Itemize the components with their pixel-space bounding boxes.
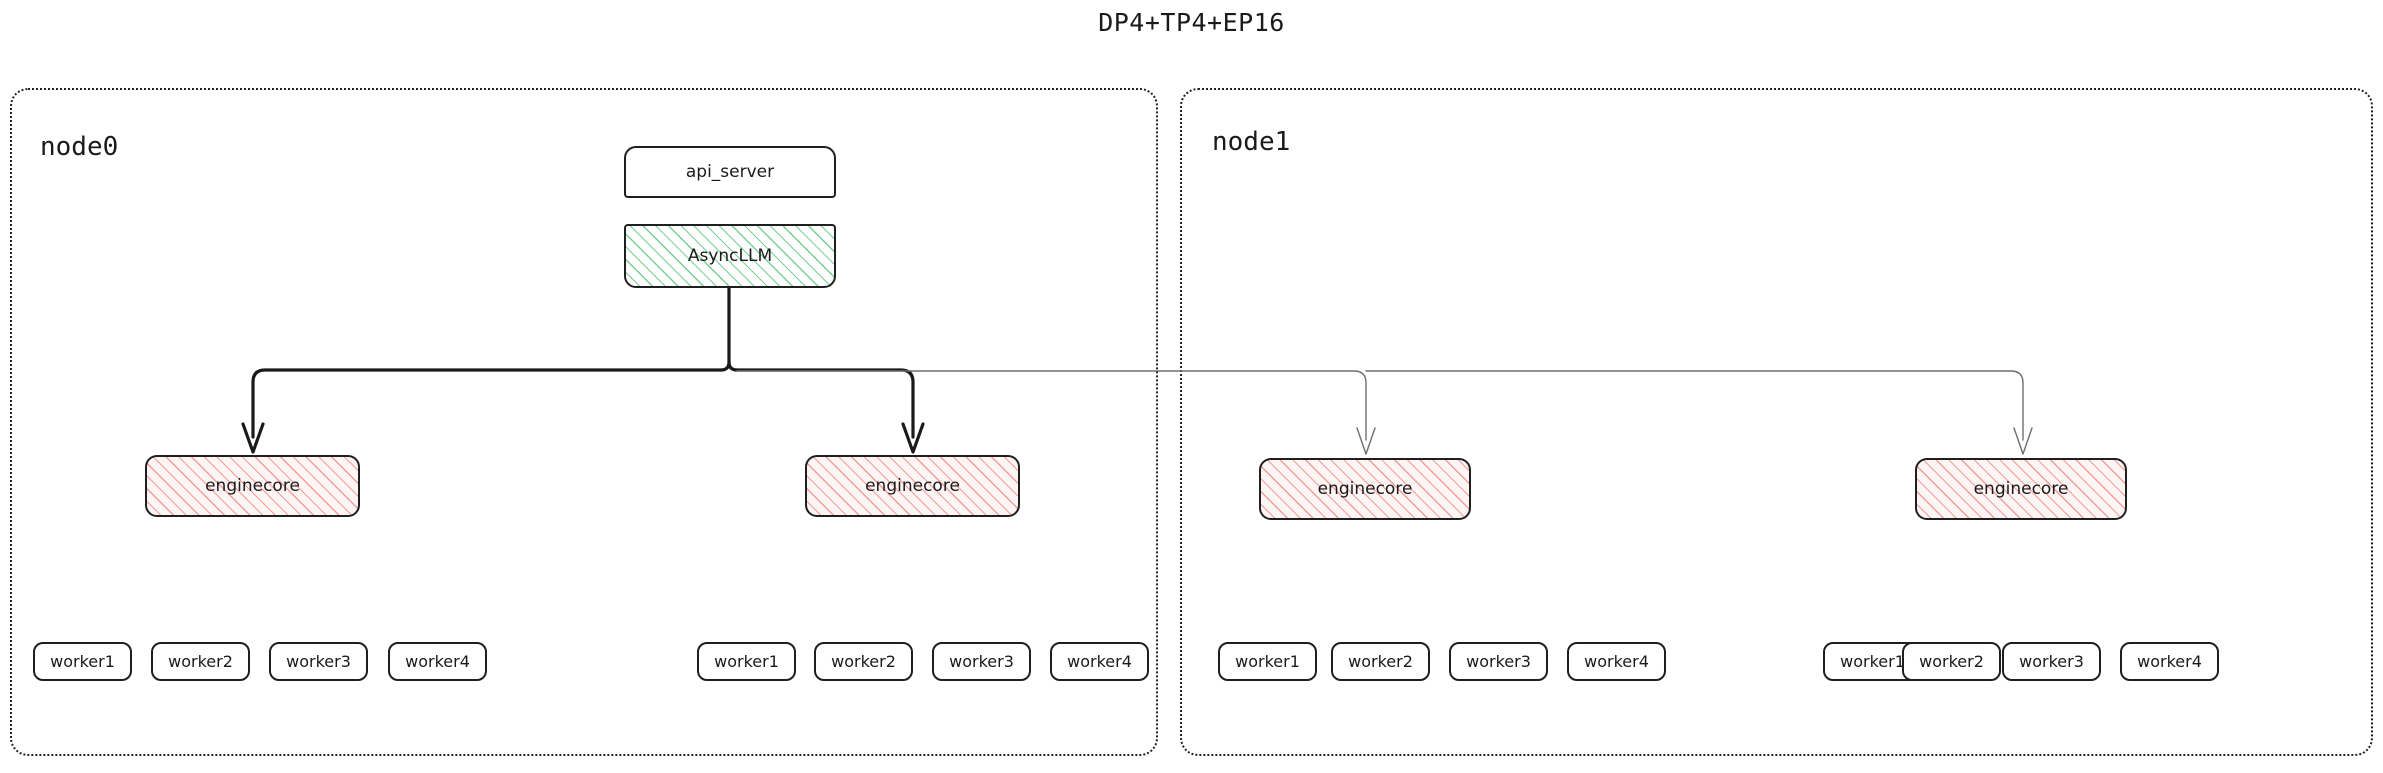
box-node1-enginecore-1[interactable]: enginecore <box>1259 458 1471 520</box>
box-node1-enginecore-2[interactable]: enginecore <box>1915 458 2127 520</box>
node-label-node1: node1 <box>1212 127 1291 157</box>
box-node0-g1-worker1[interactable]: worker1 <box>33 642 132 681</box>
box-node0-enginecore-2[interactable]: enginecore <box>805 455 1020 517</box>
box-node0-g2-worker4[interactable]: worker4 <box>1050 642 1149 681</box>
box-node1-g1-worker3[interactable]: worker3 <box>1449 642 1548 681</box>
node-label-node0: node0 <box>40 132 119 162</box>
box-node1-g2-worker3[interactable]: worker3 <box>2002 642 2101 681</box>
box-node0-g2-worker3[interactable]: worker3 <box>932 642 1031 681</box>
box-api-server[interactable]: api_server <box>624 146 836 198</box>
box-node1-g2-worker2[interactable]: worker2 <box>1902 642 2001 681</box>
box-node1-g1-worker4[interactable]: worker4 <box>1567 642 1666 681</box>
box-node0-g2-worker1[interactable]: worker1 <box>697 642 796 681</box>
box-node0-g1-worker3[interactable]: worker3 <box>269 642 368 681</box>
box-asyncllm[interactable]: AsyncLLM <box>624 224 836 288</box>
box-node1-g1-worker1[interactable]: worker1 <box>1218 642 1317 681</box>
box-node0-g2-worker2[interactable]: worker2 <box>814 642 913 681</box>
box-node0-g1-worker4[interactable]: worker4 <box>388 642 487 681</box>
box-node1-g2-worker4[interactable]: worker4 <box>2120 642 2219 681</box>
box-node0-enginecore-1[interactable]: enginecore <box>145 455 360 517</box>
page-title: DP4+TP4+EP16 <box>1098 8 1285 37</box>
box-node0-g1-worker2[interactable]: worker2 <box>151 642 250 681</box>
box-node1-g1-worker2[interactable]: worker2 <box>1331 642 1430 681</box>
